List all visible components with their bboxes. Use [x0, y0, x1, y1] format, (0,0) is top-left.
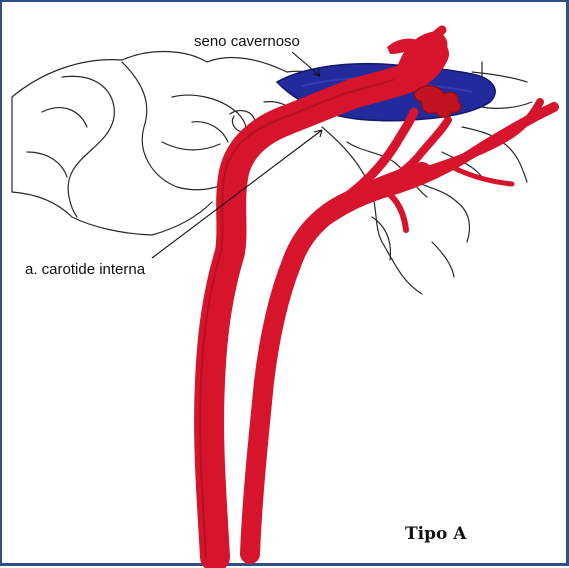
external-carotid-artery	[250, 172, 422, 554]
label-cavernous-sinus: seno cavernoso	[194, 33, 300, 50]
label-internal-carotid: a. carotide interna	[25, 261, 145, 278]
variant-badge: Tipo A	[405, 524, 466, 544]
